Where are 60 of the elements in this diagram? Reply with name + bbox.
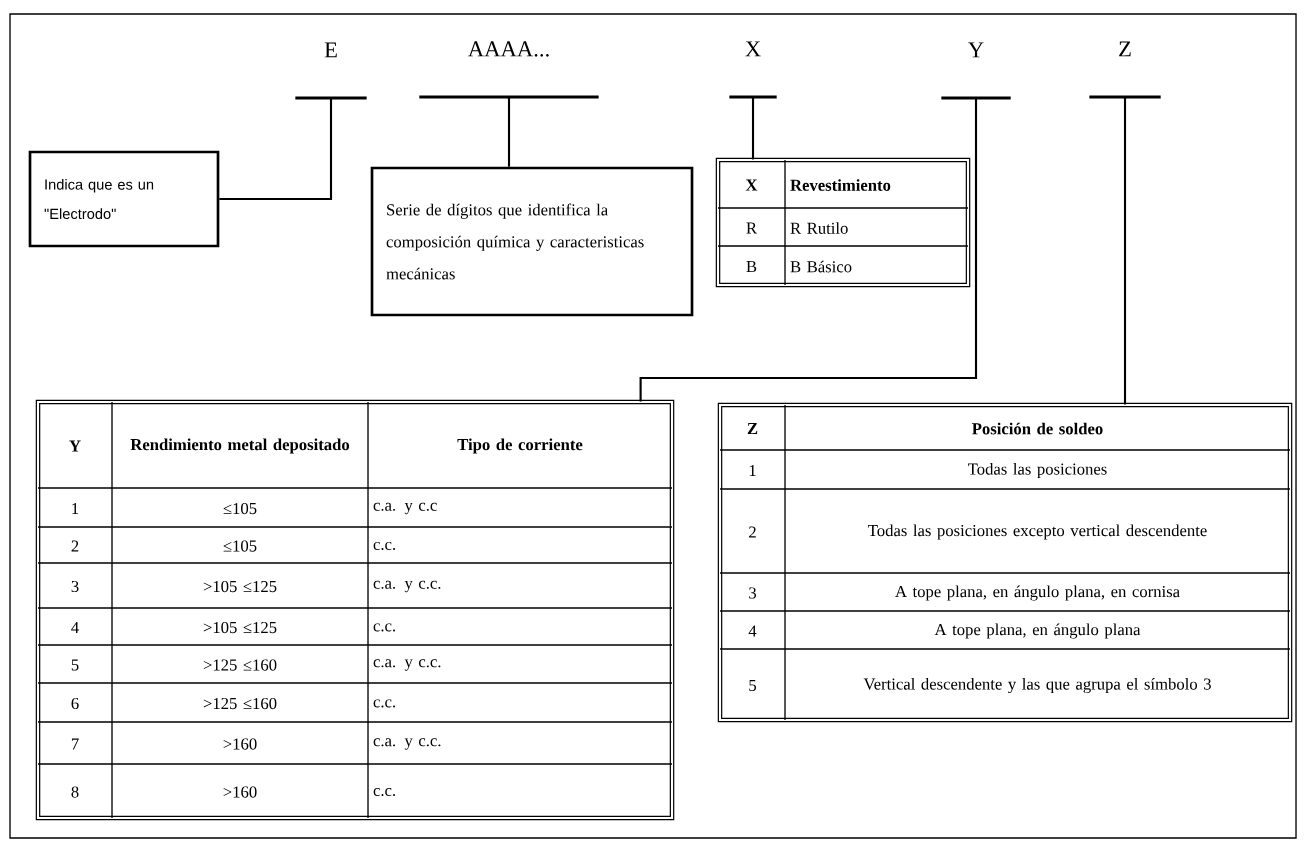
table-cell: Tipo de corriente bbox=[457, 438, 583, 454]
table-cell: 2 bbox=[749, 526, 756, 538]
table-cell: 3 bbox=[749, 587, 757, 599]
table-cell: >125 ≤160 bbox=[203, 659, 277, 671]
connector-line bbox=[507, 97, 511, 167]
table-cell: c.a. y c.c. bbox=[373, 580, 441, 593]
table-cell: 5 bbox=[749, 679, 757, 692]
table-cell: 7 bbox=[71, 738, 79, 750]
table-cell: 2 bbox=[71, 540, 79, 552]
table-cell: 4 bbox=[748, 625, 757, 637]
table-cell: c.a. y c.c. bbox=[373, 659, 441, 671]
table-cell: 1 bbox=[749, 465, 756, 476]
table-cell: Y bbox=[69, 440, 81, 452]
table-cell: Z bbox=[747, 423, 758, 434]
table-cell: c.c. bbox=[373, 623, 396, 632]
table-cell: c.c. bbox=[373, 541, 396, 551]
code-letter: Z bbox=[1089, 41, 1161, 99]
table-cell: >160 bbox=[223, 786, 257, 798]
table-cell: Todas las posiciones excepto vertical descendente bbox=[868, 524, 1207, 540]
table-cell: c.c. bbox=[373, 787, 396, 797]
table-cell: ≤105 bbox=[223, 502, 257, 515]
table-cell: >125 ≤160 bbox=[203, 697, 277, 710]
table-cell: A tope plana, en ángulo plana bbox=[934, 623, 1141, 639]
table-cell: 5 bbox=[71, 659, 79, 671]
table-cell: 4 bbox=[71, 622, 79, 633]
code-letter: X bbox=[729, 41, 777, 99]
table bbox=[715, 157, 971, 288]
table-cell: >105 ≤125 bbox=[203, 621, 277, 634]
table bbox=[35, 399, 675, 821]
table-cell: B bbox=[746, 261, 757, 272]
table-cell: X bbox=[745, 179, 758, 191]
connector-line bbox=[1123, 97, 1127, 405]
code-letter: E bbox=[295, 42, 367, 100]
table-cell: c.c. bbox=[373, 699, 396, 708]
table-cell: A tope plana, en ángulo plana, en cornisa bbox=[895, 585, 1180, 601]
table-cell: >160 bbox=[223, 738, 257, 750]
table-cell: Rendimiento metal depositado bbox=[130, 438, 350, 454]
table-cell: 1 bbox=[72, 503, 79, 514]
table-cell: Posición de soldeo bbox=[972, 422, 1103, 435]
table-cell: c.a. y c.c bbox=[373, 502, 437, 515]
table-cell: Todas las posiciones bbox=[968, 462, 1107, 479]
code-letter: AAAA... bbox=[419, 41, 599, 99]
table-cell: R Rutilo bbox=[790, 222, 848, 234]
table-cell: R bbox=[746, 222, 758, 234]
code-letter: Y bbox=[941, 42, 1011, 100]
table-cell: B Básico bbox=[790, 260, 852, 273]
table-cell: 8 bbox=[71, 786, 79, 798]
text-box: Serie de dígitos que identifica la composición química y caracteristicas mecánicas bbox=[370, 166, 694, 317]
table-cell: >105 ≤125 bbox=[203, 580, 277, 593]
table-cell: c.a. y c.c. bbox=[373, 738, 441, 750]
table-cell: Revestimiento bbox=[790, 179, 891, 191]
table-cell: 3 bbox=[71, 580, 79, 593]
connector-line bbox=[219, 98, 333, 201]
table-cell: 6 bbox=[71, 697, 79, 710]
table bbox=[717, 402, 1293, 723]
table-cell: Vertical descendente y las que agrupa el símbolo 3 bbox=[863, 677, 1211, 694]
text-box: Indica que es un "Electrodo" bbox=[28, 150, 220, 248]
table-cell: ≤105 bbox=[223, 540, 257, 552]
connector-line bbox=[639, 98, 978, 402]
connector-line bbox=[751, 97, 755, 160]
